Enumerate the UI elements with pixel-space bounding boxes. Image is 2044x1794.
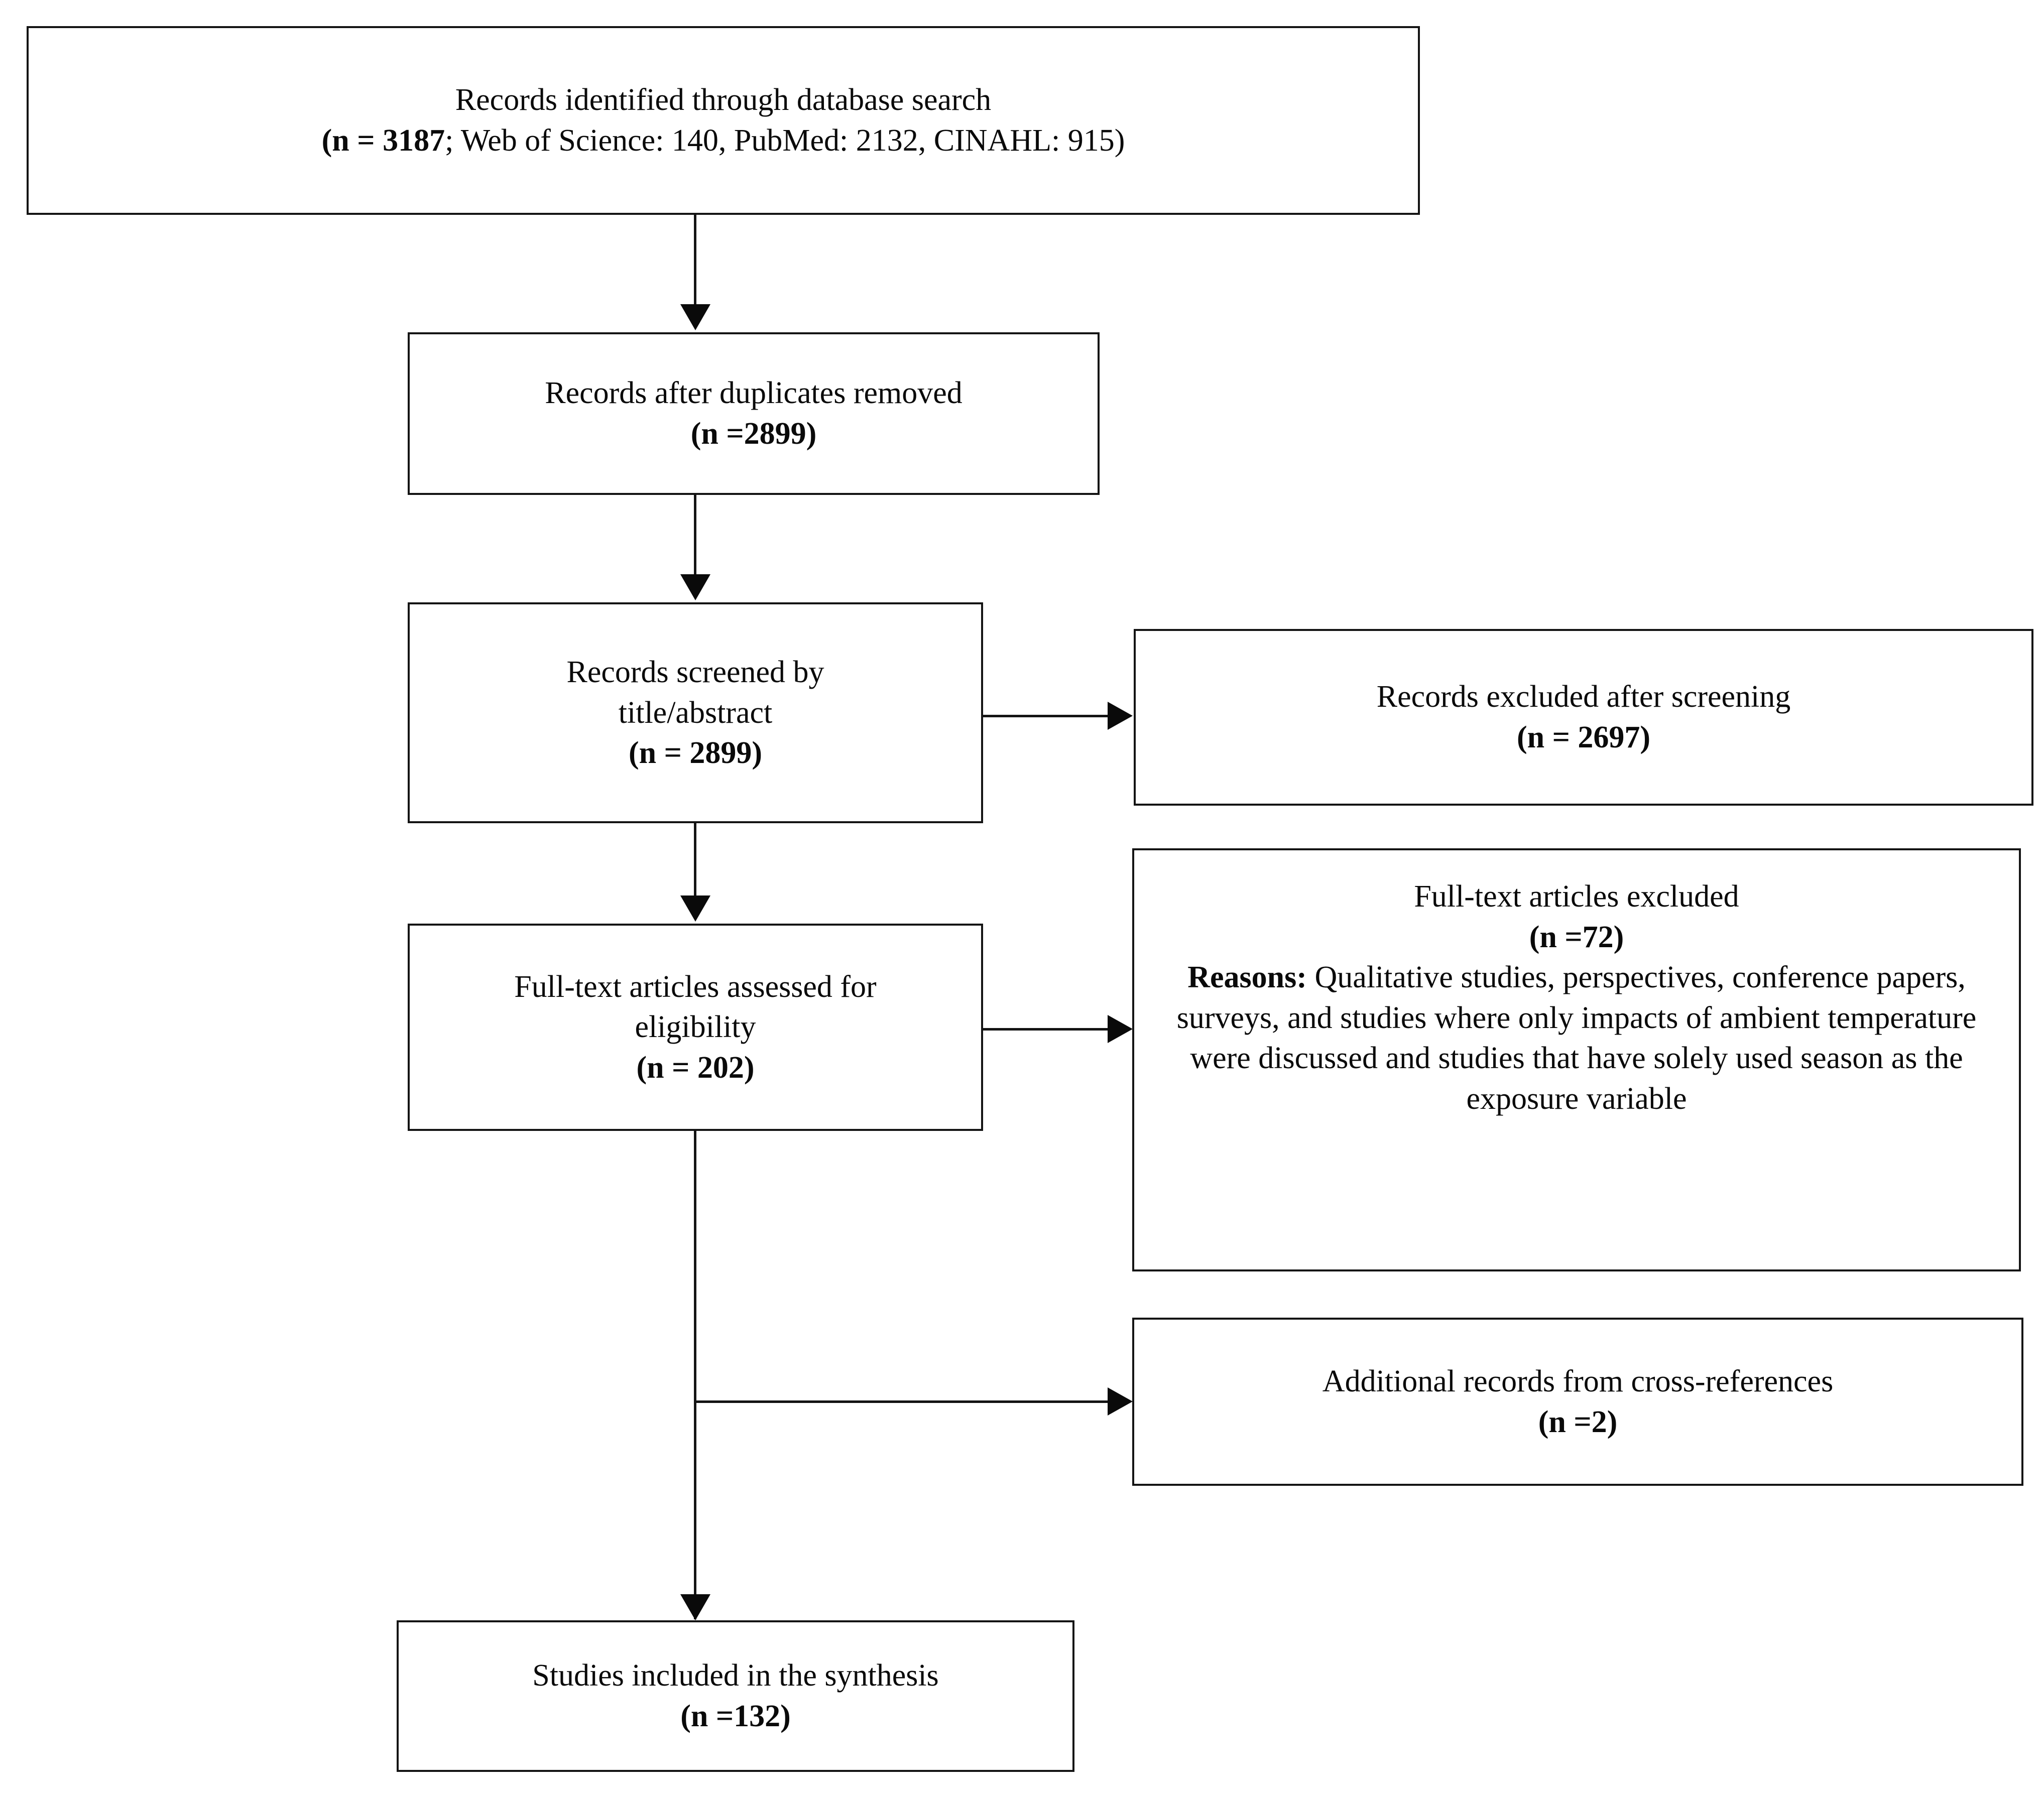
node-records-identified: Records identified through database sear… [27,26,1420,215]
excluded-screening-line1: Records excluded after screening [1376,680,1791,714]
arrowhead-down-duplicates [680,304,710,330]
fulltext-excluded-count: (n =72) [1529,920,1624,954]
duplicates-removed-line1: Records after duplicates removed [545,376,963,411]
records-identified-line2: (n = 3187; Web of Science: 140, PubMed: … [44,120,1403,161]
node-records-after-duplicates-removed: Records after duplicates removed (n =289… [408,332,1100,495]
connector-identified-to-duplicates [694,215,696,306]
connector-screened-to-excluded [983,715,1110,717]
node-studies-included-in-synthesis: Studies included in the synthesis (n =13… [397,1620,1074,1772]
arrowhead-right-additional-records [1108,1387,1133,1416]
studies-included-count: (n =132) [680,1699,791,1733]
records-identified-sources: ; Web of Science: 140, PubMed: 2132, CIN… [445,123,1125,158]
node-records-excluded-after-screening: Records excluded after screening (n = 26… [1134,629,2033,806]
connector-duplicates-to-screened [694,495,696,576]
records-identified-line1: Records identified through database sear… [455,83,992,117]
records-screened-line1: Records screened by [566,655,824,690]
fulltext-assessed-count: (n = 202) [636,1050,755,1085]
connector-fulltext-to-excluded-reasons [983,1028,1110,1031]
node-full-text-articles-assessed: Full-text articles assessed for eligibil… [408,924,983,1131]
fulltext-excluded-reasons: Reasons: Qualitative studies, perspectiv… [1145,957,2008,1119]
node-full-text-articles-excluded: Full-text articles excluded (n =72) Reas… [1132,848,2021,1271]
records-screened-line2: title/abstract [618,695,773,730]
excluded-screening-count: (n = 2697) [1516,720,1651,754]
studies-included-line1: Studies included in the synthesis [532,1658,939,1693]
records-screened-count: (n = 2899) [628,736,763,771]
connector-screened-to-fulltext [694,823,696,896]
node-additional-records-cross-references: Additional records from cross-references… [1132,1318,2023,1486]
additional-records-count: (n =2) [1538,1404,1618,1439]
arrowhead-right-excluded-screening [1108,702,1133,730]
fulltext-assessed-line1: Full-text articles assessed for [514,969,877,1004]
additional-records-line1: Additional records from cross-references [1322,1364,1834,1398]
arrowhead-right-excluded-reasons [1108,1015,1133,1043]
fulltext-excluded-line1: Full-text articles excluded [1414,879,1739,914]
connector-fulltext-to-included [694,1131,696,1619]
node-records-screened: Records screened by title/abstract (n = … [408,602,983,823]
connector-spine-to-additional-records [694,1400,1110,1403]
arrowhead-down-screened [680,574,710,600]
arrowhead-down-included [680,1594,710,1620]
fulltext-excluded-reasons-text: Qualitative studies, perspectives, confe… [1176,960,1977,1116]
fulltext-assessed-line2: eligibility [635,1010,756,1045]
records-identified-count: (n = 3187 [321,123,445,158]
duplicates-removed-count: (n =2899) [690,417,817,451]
arrowhead-down-fulltext [680,895,710,922]
fulltext-excluded-reasons-label: Reasons: [1187,960,1307,995]
